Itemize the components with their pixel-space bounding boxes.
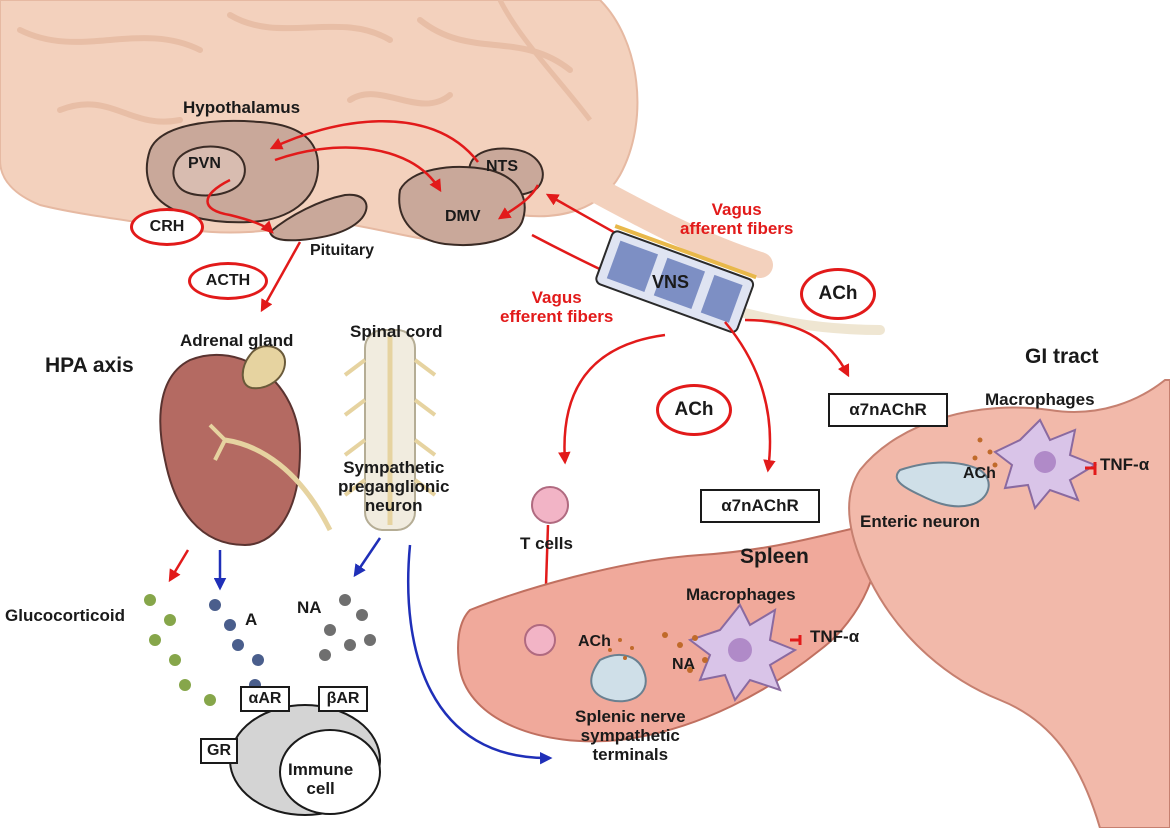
beta-ar-box: βAR: [318, 686, 368, 712]
hpa-axis-label: HPA axis: [45, 354, 134, 377]
splenic-nerve-terminal: [590, 654, 647, 703]
t-cells-label: T cells: [520, 534, 573, 553]
enteric-neuron-label: Enteric neuron: [860, 512, 980, 531]
alpha-ar-box: αAR: [240, 686, 290, 712]
ach-oval-gi: ACh: [800, 268, 876, 320]
gi-ach-label: ACh: [963, 465, 996, 482]
acth-oval: ACTH: [188, 262, 268, 300]
immune-cell-nucleus: [279, 729, 381, 815]
dmv-region: [398, 165, 526, 246]
pvn-label: PVN: [188, 155, 221, 172]
brainstem: [527, 147, 773, 278]
adrenal-gland: [241, 345, 287, 390]
pvn-region: [172, 145, 246, 197]
vagus-efferent-label: Vagus efferent fibers: [500, 288, 614, 327]
t-cell-spleen: [524, 624, 556, 656]
enteric-neuron: [895, 461, 990, 508]
adrenaline-label: A: [245, 610, 258, 629]
cerebellum-edge: [497, 0, 592, 122]
glucocorticoid-label: Glucocorticoid: [5, 606, 125, 625]
spleen-ach-label: ACh: [578, 633, 611, 650]
vagus-afferent-label: Vagus afferent fibers: [680, 200, 794, 239]
noradrenaline-label: NA: [297, 598, 322, 617]
vns-label: VNS: [652, 272, 690, 292]
vns-cuff: [595, 224, 757, 333]
gi-macrophages-label: Macrophages: [985, 390, 1095, 409]
pituitary-label: Pituitary: [310, 242, 375, 259]
spleen-tnf-label: TNF-α: [810, 627, 860, 646]
kidney: [159, 354, 302, 547]
ach-oval-spleen: ACh: [656, 384, 732, 436]
spleen-na-label: NA: [672, 656, 696, 673]
dmv-label: DMV: [445, 208, 481, 225]
noradrenaline-dots: [319, 594, 376, 661]
immune-cell-label: Immune cell: [288, 760, 354, 799]
spleen-macrophages-label: Macrophages: [686, 585, 796, 604]
brain-folds: [17, 12, 573, 125]
glucocorticoid-dots: [144, 594, 216, 706]
gi-tnf-label: TNF-α: [1100, 455, 1150, 474]
nts-label: NTS: [486, 158, 518, 175]
crh-oval: CRH: [130, 208, 204, 246]
gi-tract-label: GI tract: [1025, 345, 1099, 368]
renal-nerve: [224, 437, 333, 532]
t-cell-upper: [531, 486, 569, 524]
spleen-label: Spleen: [740, 545, 809, 568]
a7nachr-box-gi: α7nAChR: [828, 393, 948, 427]
a7nachr-box-spleen: α7nAChR: [700, 489, 820, 523]
sympathetic-neuron-label: Sympathetic preganglionic neuron: [338, 458, 450, 516]
splenic-nerve-label: Splenic nerve sympathetic terminals: [575, 707, 686, 765]
hypothalamus-label: Hypothalamus: [183, 98, 301, 117]
gr-box: GR: [200, 738, 238, 764]
pituitary-gland: [268, 193, 368, 242]
spinal-cord-label: Spinal cord: [350, 322, 443, 341]
adrenal-gland-label: Adrenal gland: [180, 331, 294, 350]
